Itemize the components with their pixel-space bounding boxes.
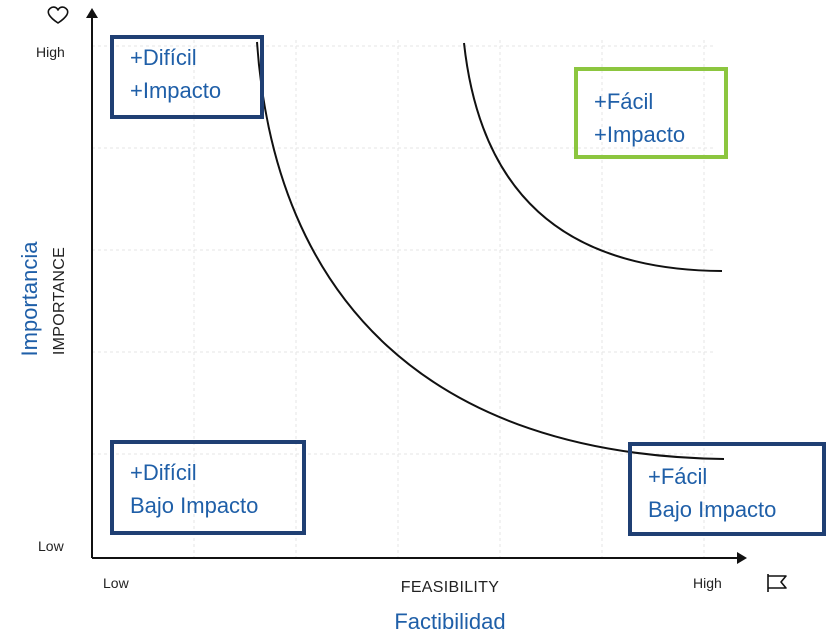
heart-icon	[47, 6, 69, 24]
curve-upper	[463, 42, 723, 272]
quadrant-line-2: Bajo Impacto	[648, 497, 777, 522]
quadrant-box-top-right: +Fácil +Impacto	[574, 67, 728, 159]
y-high-label: High	[36, 44, 65, 60]
x-low-label: Low	[103, 575, 129, 591]
quadrant-line-1: +Difícil	[130, 460, 197, 485]
quadrant-box-top-left: +Difícil +Impacto	[110, 35, 264, 119]
flag-icon	[767, 574, 787, 592]
quadrant-line-1: +Fácil	[648, 464, 708, 489]
y-axis-arrow	[86, 8, 98, 18]
y-low-label: Low	[38, 538, 64, 554]
quadrant-line-2: +Impacto	[594, 122, 686, 147]
quadrant-box-bottom-left: +Difícil Bajo Impacto	[110, 440, 306, 535]
quadrant-line-2: Bajo Impacto	[130, 493, 259, 518]
x-axis-title-en: FEASIBILITY	[400, 579, 500, 596]
x-axis-title-es: Factibilidad	[394, 609, 506, 634]
quadrant-box-bottom-right: +Fácil Bajo Impacto	[628, 442, 826, 536]
x-axis-arrow	[737, 552, 747, 564]
curve-lower	[256, 41, 725, 460]
grid	[92, 40, 715, 558]
x-high-label: High	[693, 575, 722, 591]
quadrant-line-1: +Difícil	[130, 45, 197, 70]
quadrant-line-1: +Fácil	[594, 89, 654, 114]
quadrant-line-2: +Impacto	[130, 78, 222, 103]
axes	[91, 16, 738, 559]
y-axis-title-es: Importancia	[17, 241, 42, 357]
y-axis-title-en: IMPORTANCE	[51, 246, 68, 356]
